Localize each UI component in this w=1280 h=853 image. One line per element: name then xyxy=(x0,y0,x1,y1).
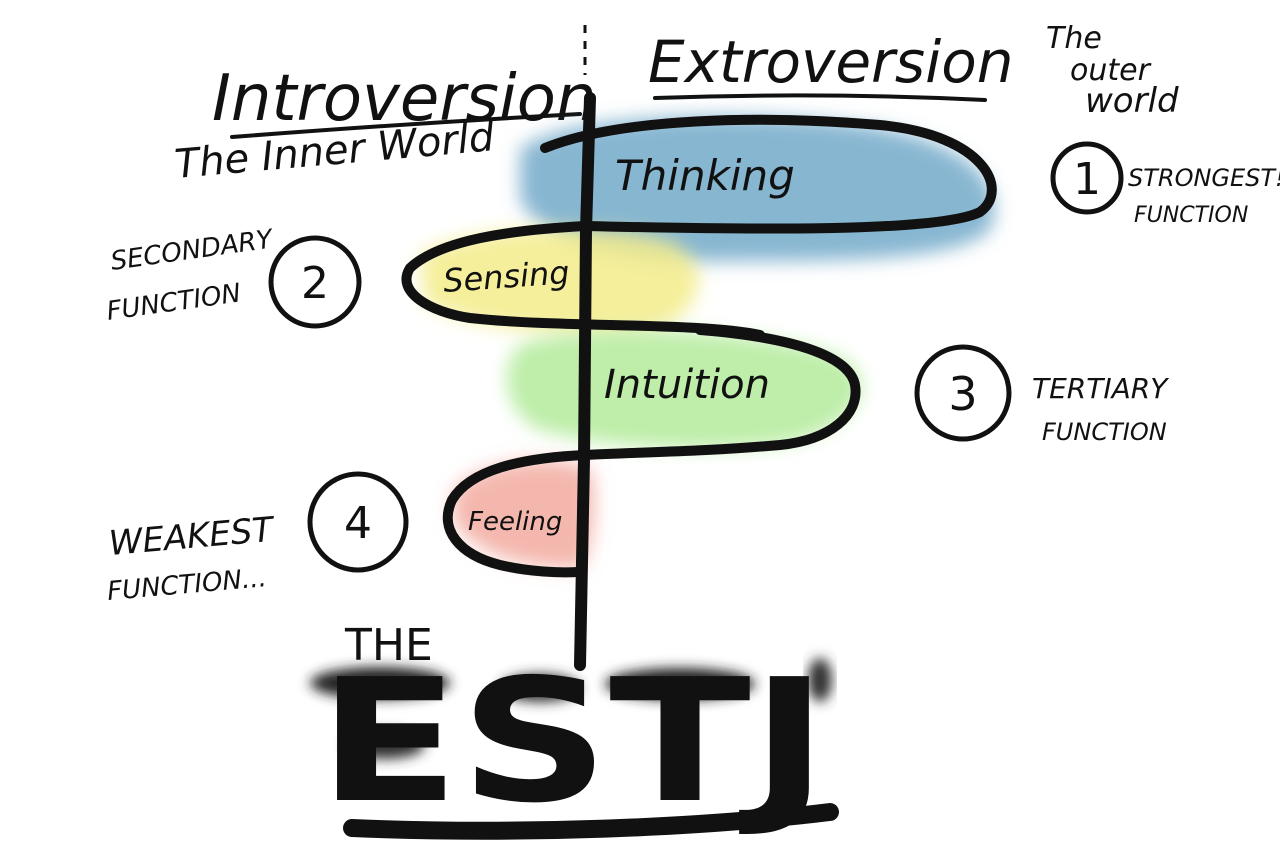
sensing-fill xyxy=(420,228,699,334)
function-name-thinking: Thinking xyxy=(615,151,795,200)
function-name-feeling: Feeling xyxy=(468,507,562,537)
intuition-loop xyxy=(580,325,861,460)
rank-number-3: 3 xyxy=(948,367,977,421)
function-name-intuition: Intuition xyxy=(604,362,770,408)
extroversion-underline xyxy=(653,93,987,102)
rank-circle-1 xyxy=(1050,141,1124,215)
estj-underline xyxy=(343,803,839,840)
rank-circle-4 xyxy=(307,471,409,573)
function-name-sensing: Sensing xyxy=(442,253,571,300)
rank-note-4-line1: WEAKEST xyxy=(107,510,277,564)
feeling-fill xyxy=(452,460,595,569)
estj-smears xyxy=(310,658,832,759)
type-estj: ESTJ xyxy=(318,643,828,841)
rank-circle-3 xyxy=(914,344,1012,442)
central-axis xyxy=(574,92,596,671)
rank-number-4: 4 xyxy=(344,498,372,549)
sensing-loop xyxy=(401,221,765,340)
outer-world-line3: world xyxy=(1085,81,1179,121)
rank-number-1: 1 xyxy=(1073,154,1101,205)
outer-world-line1: The xyxy=(1046,21,1102,56)
rank-note-2-line2: FUNCTION xyxy=(105,278,243,327)
rank-note-3-line1: TERTIARY xyxy=(1032,372,1169,405)
rank-note-4-line2: FUNCTION... xyxy=(106,563,268,607)
the-label: THE xyxy=(344,620,433,671)
introversion-underline xyxy=(230,112,582,139)
extroversion-heading: Extroversion xyxy=(648,28,1013,96)
intuition-fill xyxy=(506,330,861,449)
feeling-loop xyxy=(442,450,590,578)
rank-number-2: 2 xyxy=(301,258,329,309)
outer-world-line2: outer xyxy=(1070,53,1152,88)
rank-circle-2 xyxy=(268,235,362,329)
rank-note-1-line1: STRONGEST! xyxy=(1128,164,1280,192)
thinking-loop xyxy=(540,114,997,234)
rank-note-3-line2: FUNCTION xyxy=(1042,418,1167,446)
rank-note-2-line1: SECONDARY xyxy=(109,224,276,277)
rank-note-1-line2: FUNCTION xyxy=(1134,203,1248,228)
